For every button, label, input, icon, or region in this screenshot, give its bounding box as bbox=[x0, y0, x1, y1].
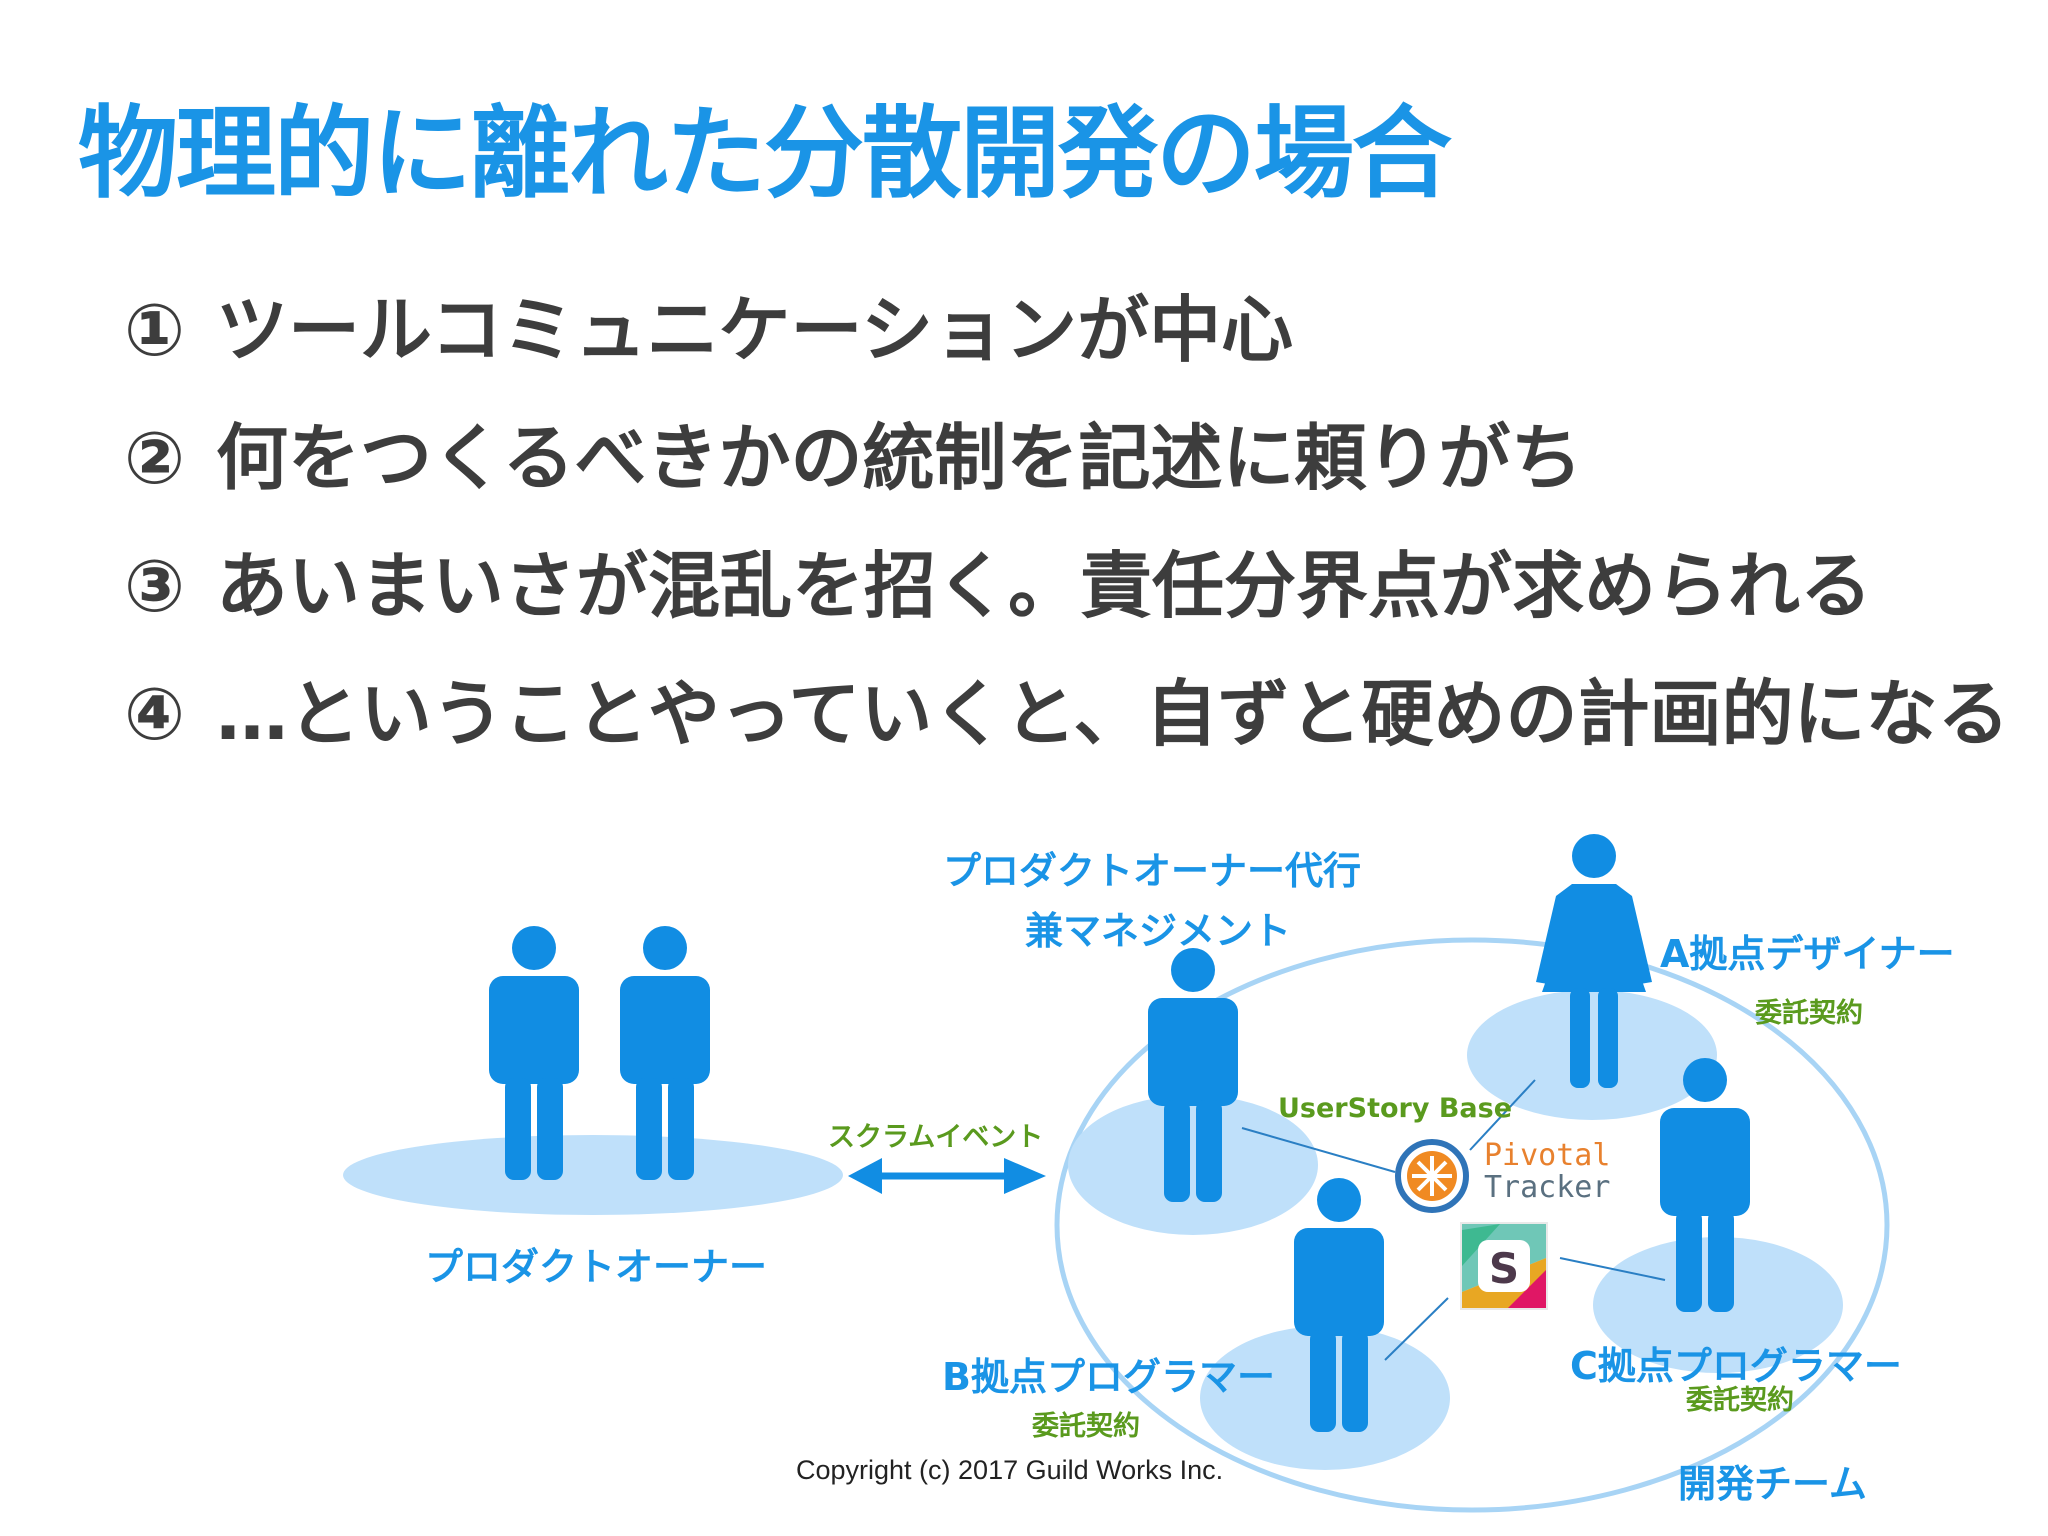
bullet-number: ② bbox=[124, 416, 185, 500]
programmer-c-contract-label: 委託契約 bbox=[1686, 1385, 1794, 1416]
programmer-b-contract-label: 委託契約 bbox=[1032, 1411, 1140, 1442]
bullet-item-3: ③ あいまいさが混乱を招く。責任分界点が求められる bbox=[124, 541, 2010, 669]
bullet-text: …ということやっていくと、自ずと硬めの計画的になる bbox=[216, 672, 2010, 756]
bullet-item-2: ② 何をつくるべきかの統制を記述に頼りがち bbox=[124, 413, 2010, 541]
userstory-base-label: UserStory Base bbox=[1278, 1093, 1513, 1124]
tracker-word: Tracker bbox=[1484, 1169, 1611, 1205]
designer-a-contract-label: 委託契約 bbox=[1755, 998, 1863, 1029]
product-owner-label: プロダクトオーナー bbox=[425, 1245, 768, 1289]
bullet-text: あいまいさが混乱を招く。責任分界点が求められる bbox=[216, 544, 1873, 628]
bullet-text: ツールコミュニケーションが中心 bbox=[216, 288, 1294, 372]
connector-line bbox=[1241, 1127, 1396, 1173]
team-boundary-circle bbox=[1054, 937, 1890, 1513]
bullet-item-1: ① ツールコミュニケーションが中心 bbox=[124, 285, 2010, 413]
bullet-text: 何をつくるべきかの統制を記述に頼りがち bbox=[216, 416, 1583, 500]
proxy-platform bbox=[1068, 1095, 1318, 1235]
page-title: 物理的に離れた分散開発の場合 bbox=[78, 95, 1452, 212]
programmer-c-label: C拠点プログラマー bbox=[1570, 1344, 1902, 1388]
bullet-number: ① bbox=[124, 288, 185, 372]
product-owner-platform bbox=[343, 1135, 843, 1215]
scrum-event-arrow bbox=[848, 1158, 1046, 1194]
bullet-number: ③ bbox=[124, 544, 185, 628]
connector-line bbox=[1384, 1297, 1449, 1361]
copyright-notice: Copyright (c) 2017 Guild Works Inc. bbox=[796, 1455, 1224, 1485]
designer-platform bbox=[1467, 990, 1717, 1120]
connector-line bbox=[1559, 1257, 1666, 1281]
scrum-event-label: スクラムイベント bbox=[828, 1122, 1044, 1153]
bullet-number: ④ bbox=[124, 672, 185, 756]
po-proxy-label-line2: 兼マネジメント bbox=[1025, 909, 1292, 953]
pivotal-tracker-icon bbox=[1395, 1139, 1469, 1213]
bullet-item-4: ④ …ということやっていくと、自ずと硬めの計画的になる bbox=[124, 669, 2010, 797]
connector-line bbox=[1469, 1079, 1536, 1151]
pivotal-word: Pivotal bbox=[1484, 1138, 1611, 1173]
slack-icon: S bbox=[1460, 1222, 1548, 1310]
pivotal-tracker-wordmark: Pivotal Tracker bbox=[1484, 1140, 1610, 1203]
po-proxy-label-line1: プロダクトオーナー代行 bbox=[943, 849, 1362, 893]
dev-team-label: 開発チーム bbox=[1678, 1462, 1867, 1506]
slack-letter: S bbox=[1489, 1244, 1519, 1293]
designer-a-label: A拠点デザイナー bbox=[1660, 932, 1955, 976]
programmer-b-label: B拠点プログラマー bbox=[942, 1355, 1275, 1399]
